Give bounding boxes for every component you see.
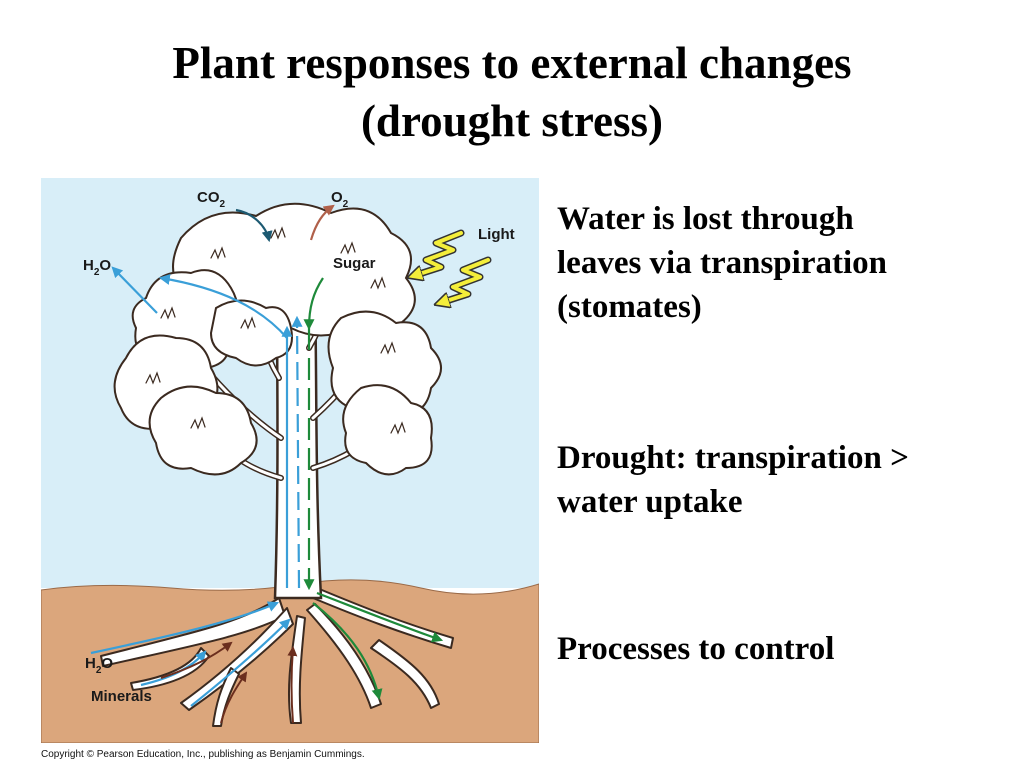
h2o-leaf-label: H2O	[83, 257, 111, 278]
title-line-1: Plant responses to external changes	[172, 38, 852, 88]
bullet-1-line-1: Water is lost through	[557, 201, 854, 237]
light-label: Light	[478, 226, 515, 243]
water-transport-arrows	[90, 266, 303, 707]
bullet-3-line-1: Processes to control	[557, 631, 835, 667]
bullet-1-line-2: leaves via transpiration	[557, 245, 887, 281]
o2-label: O2	[331, 189, 349, 210]
transpiration-diagram: CO2 O2 Light H2O Sugar H2O Minerals	[41, 178, 539, 743]
o2-arrow	[309, 204, 335, 241]
foliage-texture	[145, 226, 406, 435]
slide-title: Plant responses to external changes (dro…	[0, 34, 1024, 150]
bullet-2-line-1: Drought: transpiration >	[557, 440, 909, 476]
bullet-2-line-2: water uptake	[557, 484, 743, 520]
bullet-1-line-3: (stomates)	[557, 289, 702, 325]
bullet-processes: Processes to control	[557, 627, 997, 671]
bullet-drought: Drought: transpiration > water uptake	[557, 436, 997, 524]
minerals-label: Minerals	[91, 688, 152, 705]
sugar-transport-arrows	[303, 277, 444, 701]
sugar-label: Sugar	[333, 255, 376, 272]
bullet-transpiration: Water is lost through leaves via transpi…	[557, 197, 997, 329]
co2-label: CO2	[197, 189, 226, 210]
tree-foliage	[113, 202, 442, 476]
co2-arrow	[235, 208, 273, 243]
mineral-arrows	[160, 641, 298, 724]
lightning-icon	[413, 229, 492, 303]
copyright-notice: Copyright © Pearson Education, Inc., pub…	[41, 749, 365, 760]
title-line-2: (drought stress)	[360, 96, 664, 146]
h2o-root-label: H2O	[85, 655, 113, 676]
